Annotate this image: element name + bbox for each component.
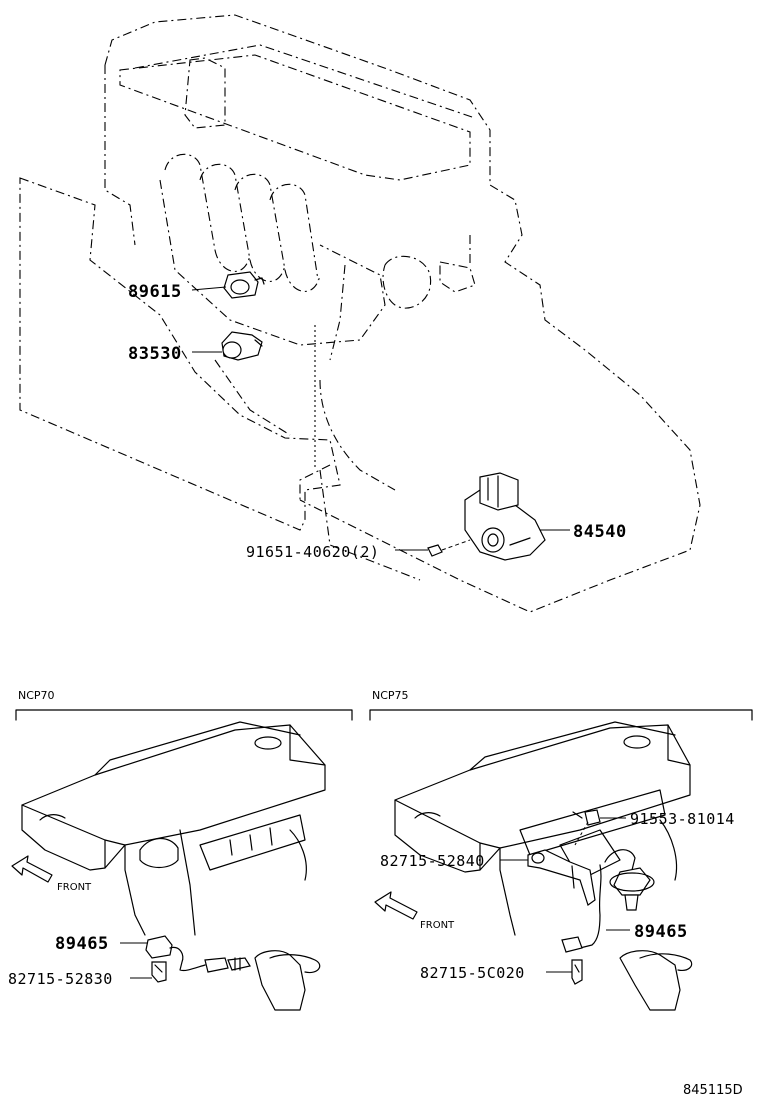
label-89615: 89615 xyxy=(128,282,182,302)
label-83530: 83530 xyxy=(128,344,182,364)
ncp75-bracket-82715-52840 xyxy=(527,849,596,906)
neutral-start-switch-84540 xyxy=(464,472,546,561)
figure-id: 845115D xyxy=(683,1083,743,1098)
ncp75-bracket xyxy=(369,709,753,721)
bolt-91651 xyxy=(427,539,471,557)
front-label-left: FRONT xyxy=(57,882,92,893)
front-arrow-left-icon xyxy=(11,855,53,883)
ncp75-bolt-91553-81014 xyxy=(572,809,601,846)
front-label-right: FRONT xyxy=(420,920,455,931)
ncp75-engine-cover xyxy=(394,721,693,1011)
label-ncp70-89465: 89465 xyxy=(55,934,109,954)
ncp75-clamp-82715-5C020 xyxy=(571,959,583,985)
engine-outline xyxy=(19,14,701,613)
label-ncp75-82715-5C020: 82715-5C020 xyxy=(420,964,525,982)
ncp70-oxygen-sensor-89465 xyxy=(145,935,251,973)
variant-ncp70: NCP70 xyxy=(18,689,55,702)
label-ncp75-89465: 89465 xyxy=(634,922,688,942)
ncp75-oxygen-sensor-89465 xyxy=(561,849,655,953)
label-ncp75-82715-52840: 82715-52840 xyxy=(380,852,485,870)
label-91651-40620: 91651-40620(2) xyxy=(246,543,379,561)
front-arrow-right-icon xyxy=(374,891,418,920)
variant-ncp75: NCP75 xyxy=(372,689,409,702)
label-ncp70-82715-52830: 82715-52830 xyxy=(8,970,113,988)
ncp70-engine-cover xyxy=(21,721,326,1011)
knock-sensor-89615 xyxy=(223,271,265,299)
label-84540: 84540 xyxy=(573,522,627,542)
ncp70-clamp-82715-52830 xyxy=(151,961,167,983)
ncp70-bracket xyxy=(15,709,353,721)
oil-pressure-switch-83530 xyxy=(221,331,263,361)
label-ncp75-91553-81014: 91553-81014 xyxy=(630,810,735,828)
